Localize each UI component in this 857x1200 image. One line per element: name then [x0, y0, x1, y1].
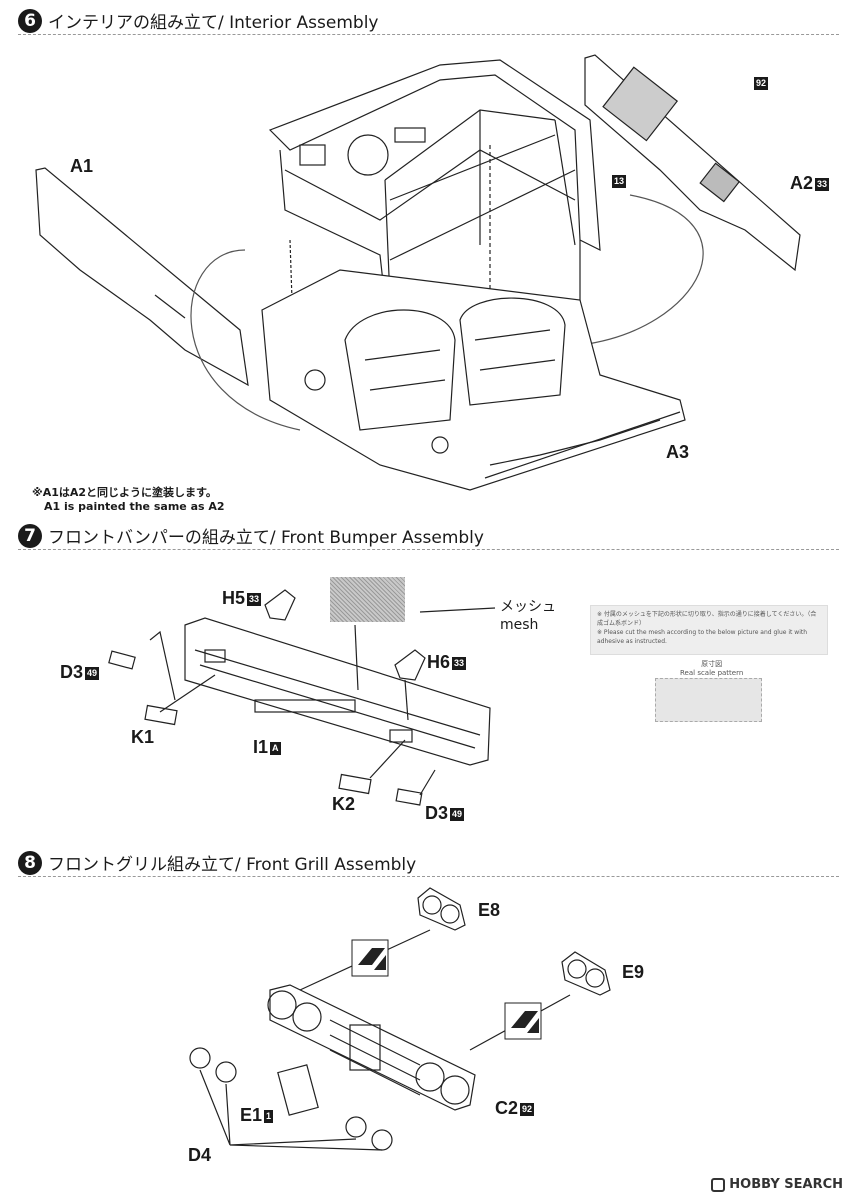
part-d4-lens	[215, 1061, 237, 1083]
section-divider	[18, 549, 839, 550]
label-e8: E8	[478, 900, 501, 920]
part-h5-drawing	[264, 589, 296, 621]
step-6-header: 6 インテリアの組み立て/ Interior Assembly	[18, 8, 379, 33]
part-h6-drawing	[394, 649, 426, 681]
part-k1-drawing	[144, 704, 178, 726]
step-number: 6	[18, 8, 42, 33]
part-a1-drawing	[35, 167, 249, 387]
part-d4-lens	[345, 1116, 367, 1138]
section-divider	[18, 34, 839, 35]
label-d4: D4	[188, 1145, 212, 1165]
step-8-header: 8 フロントグリル組み立て/ Front Grill Assembly	[18, 850, 416, 875]
label-e9: E9	[622, 962, 645, 982]
part-d4-lens	[371, 1129, 393, 1151]
step-7-header: 7 フロントバンパーの組み立て/ Front Bumper Assembly	[18, 523, 484, 548]
part-k2-drawing	[338, 773, 372, 795]
part-d4-lens	[189, 1047, 211, 1069]
assembly-direction-icon	[351, 939, 389, 977]
part-e1-drawing	[277, 1064, 319, 1116]
mesh-label: メッシュ mesh	[500, 599, 556, 633]
part-d3-right	[395, 788, 423, 806]
step-title: インテリアの組み立て/ Interior Assembly	[48, 13, 379, 33]
part-d3-left	[108, 650, 136, 670]
step-number: 7	[18, 523, 42, 548]
label-code-13: 13	[612, 174, 627, 188]
part-e9-drawing	[561, 951, 611, 996]
part-a3-drawing	[261, 269, 686, 491]
assembly-direction-icon	[504, 1002, 542, 1040]
pattern-title: 原寸図 Real scale pattern	[680, 660, 744, 677]
part-e8-drawing	[417, 887, 466, 931]
label-code-92: 92	[754, 76, 769, 90]
roll-cage-drawing	[268, 59, 601, 391]
step-number: 8	[18, 850, 42, 875]
hobby-search-watermark: HOBBY SEARCH	[711, 1177, 843, 1192]
mesh-sheet	[330, 577, 405, 622]
painting-note: ※A1はA2と同じように塗装します。 A1 is painted the sam…	[32, 486, 225, 513]
label-k2: K2	[332, 794, 356, 814]
label-a1: A1	[70, 156, 94, 176]
step-title: フロントバンパーの組み立て/ Front Bumper Assembly	[48, 528, 484, 548]
step-title: フロントグリル組み立て/ Front Grill Assembly	[48, 855, 417, 875]
section-divider	[18, 876, 839, 877]
part-i1-bumper-drawing	[149, 617, 491, 766]
label-a3: A3	[666, 442, 690, 462]
real-scale-pattern	[655, 678, 762, 722]
part-c2-grill-drawing	[267, 984, 476, 1111]
label-k1: K1	[131, 727, 155, 747]
part-a2-drawing	[584, 54, 801, 272]
mesh-instruction-box: ※ 付属のメッシュを下記の形状に切り取り、指示の通りに接着してください。（合成ゴ…	[590, 605, 828, 655]
hobby-search-logo-icon	[711, 1177, 726, 1192]
